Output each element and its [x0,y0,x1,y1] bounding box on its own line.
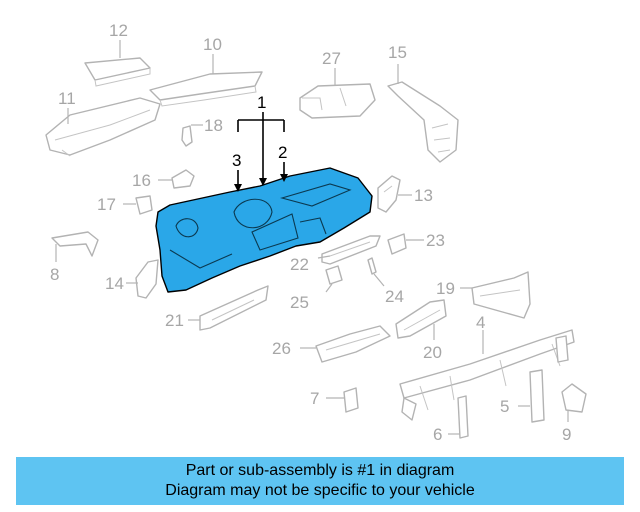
callout-25: 25 [290,293,309,312]
callout-1: 1 [257,93,266,112]
callout-24: 24 [385,287,404,306]
callout-10: 10 [203,35,222,54]
part-12[interactable] [84,57,151,87]
part-19[interactable] [471,271,531,319]
parts-diagram: 12 10 11 18 27 15 16 17 [45,21,587,444]
part-15[interactable] [387,81,459,163]
callout-17: 17 [97,195,116,214]
callout-26: 26 [272,339,291,358]
part-18[interactable] [181,125,193,147]
part-5[interactable] [529,369,545,423]
part-6[interactable] [457,395,469,439]
callout-11: 11 [58,89,76,108]
part-16[interactable] [171,169,195,189]
callout-4: 4 [476,313,485,332]
part-20[interactable] [395,299,447,339]
callout-2: 2 [278,143,287,162]
disclaimer-banner: Part or sub-assembly is #1 in diagram Di… [16,457,624,505]
callout-20: 20 [423,343,442,362]
leader-arrows [234,174,288,192]
part-17[interactable] [135,195,153,215]
callout-21: 21 [165,311,184,330]
callout-13: 13 [414,186,433,205]
callout-6: 6 [433,425,442,444]
callout-8: 8 [50,265,59,284]
callout-14: 14 [105,274,124,293]
callout-27: 27 [322,49,341,68]
leader-22 [317,255,331,259]
callout-9: 9 [562,425,571,444]
part-27[interactable] [299,83,376,119]
callout-12: 12 [109,21,128,40]
part-21[interactable] [199,285,269,331]
banner-line-2: Diagram may not be specific to your vehi… [165,482,475,499]
part-7[interactable] [343,387,359,413]
part-11[interactable] [45,97,161,157]
part-1-dashboard-assembly[interactable] [155,167,373,293]
banner-line-1: Part or sub-assembly is #1 in diagram [185,462,455,479]
leader-24 [373,273,385,287]
part-14[interactable] [135,259,159,299]
part-25[interactable] [325,265,343,285]
leader-25 [325,283,333,293]
callout-19: 19 [436,279,455,298]
part-8[interactable] [51,231,99,257]
callout-23: 23 [426,231,445,250]
callout-5: 5 [500,397,509,416]
part-13[interactable] [377,175,401,213]
callout-22: 22 [290,255,309,274]
callout-18: 18 [204,116,223,135]
part-23[interactable] [387,233,407,255]
part-4[interactable] [399,329,575,421]
part-9[interactable] [561,383,587,413]
part-26[interactable] [315,325,391,363]
callout-15: 15 [388,43,407,62]
part-10[interactable] [149,71,263,107]
callout-16: 16 [132,171,151,190]
callout-3: 3 [232,151,241,170]
callout-7: 7 [310,389,319,408]
part-24[interactable] [367,257,377,275]
part-22[interactable] [321,235,381,265]
